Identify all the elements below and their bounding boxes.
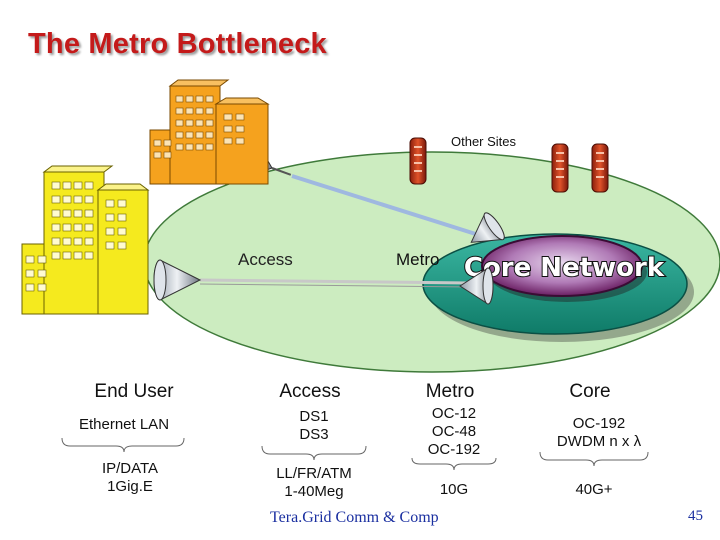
building-icon-end-user: [21, 165, 150, 315]
link-enduser-to-metro-2: [199, 283, 471, 288]
page-title: The Metro Bottleneck: [28, 28, 327, 60]
header-access: Access: [279, 381, 341, 402]
access-label: Access: [238, 250, 293, 269]
header-metro: Metro: [425, 381, 475, 402]
building-icon-other-site-3: [591, 143, 609, 193]
tech-access: DS1 DS3: [299, 408, 329, 443]
page-number: 45: [688, 508, 703, 524]
building-icon-other-site-1: [409, 137, 427, 185]
brace-group: [61, 437, 649, 471]
tech-end-user: Ethernet LAN: [78, 416, 170, 433]
brace-access: [261, 445, 367, 461]
service-core: 40G+: [575, 481, 613, 498]
link-enduser-to-metro: [199, 278, 471, 285]
core-network: [481, 235, 643, 297]
service-metro: 10G: [439, 481, 469, 498]
metro-label: Metro: [396, 250, 440, 269]
header-core: Core: [569, 381, 611, 402]
tech-core: OC-192 DWDM n x λ: [556, 415, 642, 450]
brace-core: [539, 451, 649, 467]
link-office-to-metro: [291, 174, 483, 238]
brace-end-user: [61, 437, 185, 453]
other-sites-label: Other Sites: [451, 134, 517, 149]
brace-metro: [411, 457, 497, 471]
footer-text: Tera.Grid Comm & Comp: [270, 509, 439, 526]
tech-metro: OC-12 OC-48 OC-192: [427, 405, 481, 458]
building-icon-office: [149, 79, 270, 185]
service-end-user: IP/DATA 1Gig.E: [101, 460, 159, 495]
funnel-icon-access: [153, 259, 202, 301]
funnel-icon-metro-upper: [470, 212, 505, 243]
service-access: LL/FR/ATM 1-40Meg: [276, 465, 352, 500]
header-end-user: End User: [94, 381, 174, 402]
core-network-label: Core Network: [464, 253, 665, 283]
funnel-icon-metro-lower: [459, 267, 494, 305]
building-icon-other-site-2: [551, 143, 569, 193]
